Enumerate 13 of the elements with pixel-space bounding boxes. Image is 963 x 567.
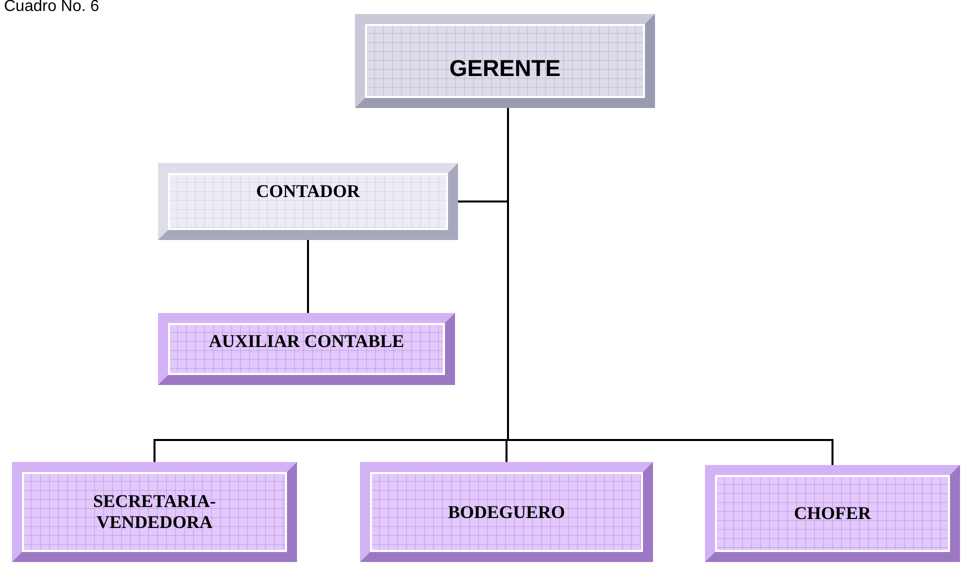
position-box — [158, 163, 458, 240]
position-title: AUXILIAR CONTABLE — [208, 331, 404, 352]
connector-line — [307, 240, 309, 313]
position-title: SECRETARIA- VENDEDORA — [92, 491, 217, 533]
position-box — [12, 462, 297, 562]
position-title: GERENTE — [449, 54, 561, 82]
position-box — [705, 465, 960, 562]
position-title: CONTADOR — [256, 181, 360, 202]
position-box — [355, 14, 655, 108]
position-title: CHOFER — [794, 503, 871, 524]
position-box — [360, 462, 653, 562]
position-title: BODEGUERO — [448, 502, 566, 522]
position-box — [158, 313, 455, 385]
